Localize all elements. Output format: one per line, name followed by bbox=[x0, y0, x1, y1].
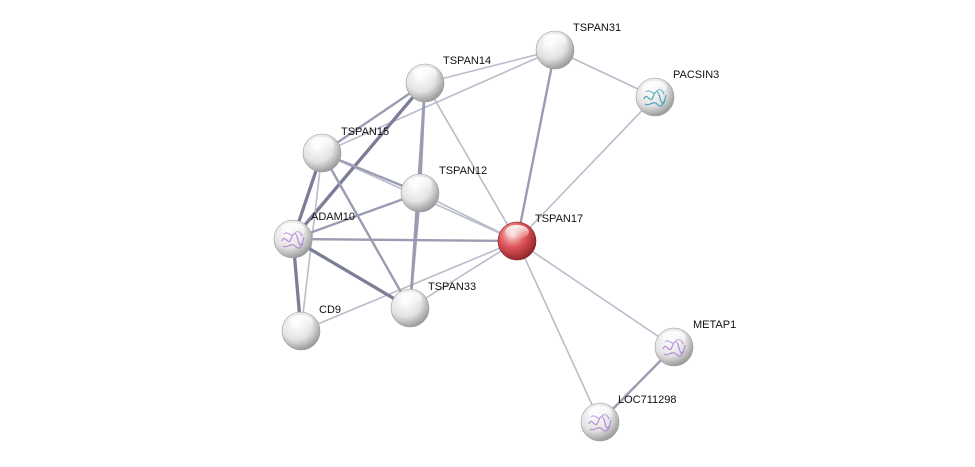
edge-tspan14-tspan15[interactable] bbox=[320, 81, 427, 155]
node-gloss bbox=[398, 292, 422, 306]
node-tspan12[interactable] bbox=[400, 173, 440, 213]
node-cd9[interactable] bbox=[281, 311, 321, 351]
node-gloss bbox=[413, 67, 437, 81]
node-gloss bbox=[281, 223, 305, 237]
node-tspan14[interactable] bbox=[405, 63, 445, 103]
node-label-tspan12: TSPAN12 bbox=[439, 165, 487, 177]
node-label-pacsin3: PACSIN3 bbox=[673, 69, 719, 81]
edge-tspan12-adam10[interactable] bbox=[291, 191, 422, 241]
node-gloss bbox=[662, 331, 686, 345]
node-adam10[interactable] bbox=[273, 219, 313, 259]
node-label-tspan15: TSPAN15 bbox=[341, 126, 389, 138]
node-gloss bbox=[310, 137, 334, 151]
node-gloss bbox=[588, 406, 612, 420]
node-label-adam10: ADAM10 bbox=[311, 211, 355, 223]
edges-layer bbox=[291, 48, 676, 424]
node-label-metap1: METAP1 bbox=[693, 319, 736, 331]
node-tspan31[interactable] bbox=[535, 30, 575, 70]
edge-tspan17-tspan14[interactable] bbox=[424, 82, 518, 242]
nodes-layer bbox=[273, 30, 694, 442]
edge-tspan17-metap1[interactable] bbox=[516, 240, 675, 348]
node-metap1[interactable] bbox=[654, 327, 694, 367]
edge-tspan17-loc711298[interactable] bbox=[516, 240, 601, 423]
node-label-tspan33: TSPAN33 bbox=[428, 281, 476, 293]
node-label-tspan17: TSPAN17 bbox=[535, 213, 583, 225]
edge-tspan17-cd9[interactable] bbox=[300, 240, 518, 332]
edge-tspan17-tspan31[interactable] bbox=[515, 48, 557, 243]
node-gloss bbox=[289, 315, 313, 329]
edge-tspan17-adam10[interactable] bbox=[291, 237, 519, 243]
node-gloss bbox=[505, 225, 529, 239]
edge-tspan17-tspan33[interactable] bbox=[409, 240, 518, 309]
node-gloss bbox=[643, 81, 667, 95]
edge-tspan17-pacsin3[interactable] bbox=[516, 96, 656, 242]
node-tspan17[interactable] bbox=[497, 221, 537, 261]
node-pacsin3[interactable] bbox=[635, 77, 675, 117]
edge-tspan15-tspan33[interactable] bbox=[320, 151, 412, 310]
edge-tspan31-tspan15[interactable] bbox=[321, 49, 556, 154]
edge-adam10-tspan33[interactable] bbox=[291, 237, 412, 310]
node-tspan15[interactable] bbox=[302, 133, 342, 173]
edge-tspan31-tspan14[interactable] bbox=[424, 49, 556, 84]
node-loc711298[interactable] bbox=[580, 402, 620, 442]
node-tspan33[interactable] bbox=[390, 288, 430, 328]
node-gloss bbox=[543, 34, 567, 48]
node-gloss bbox=[408, 177, 432, 191]
node-label-tspan31: TSPAN31 bbox=[573, 22, 621, 34]
node-label-loc711298: LOC711298 bbox=[618, 394, 677, 406]
node-label-cd9: CD9 bbox=[319, 304, 341, 316]
node-label-tspan14: TSPAN14 bbox=[443, 55, 491, 67]
